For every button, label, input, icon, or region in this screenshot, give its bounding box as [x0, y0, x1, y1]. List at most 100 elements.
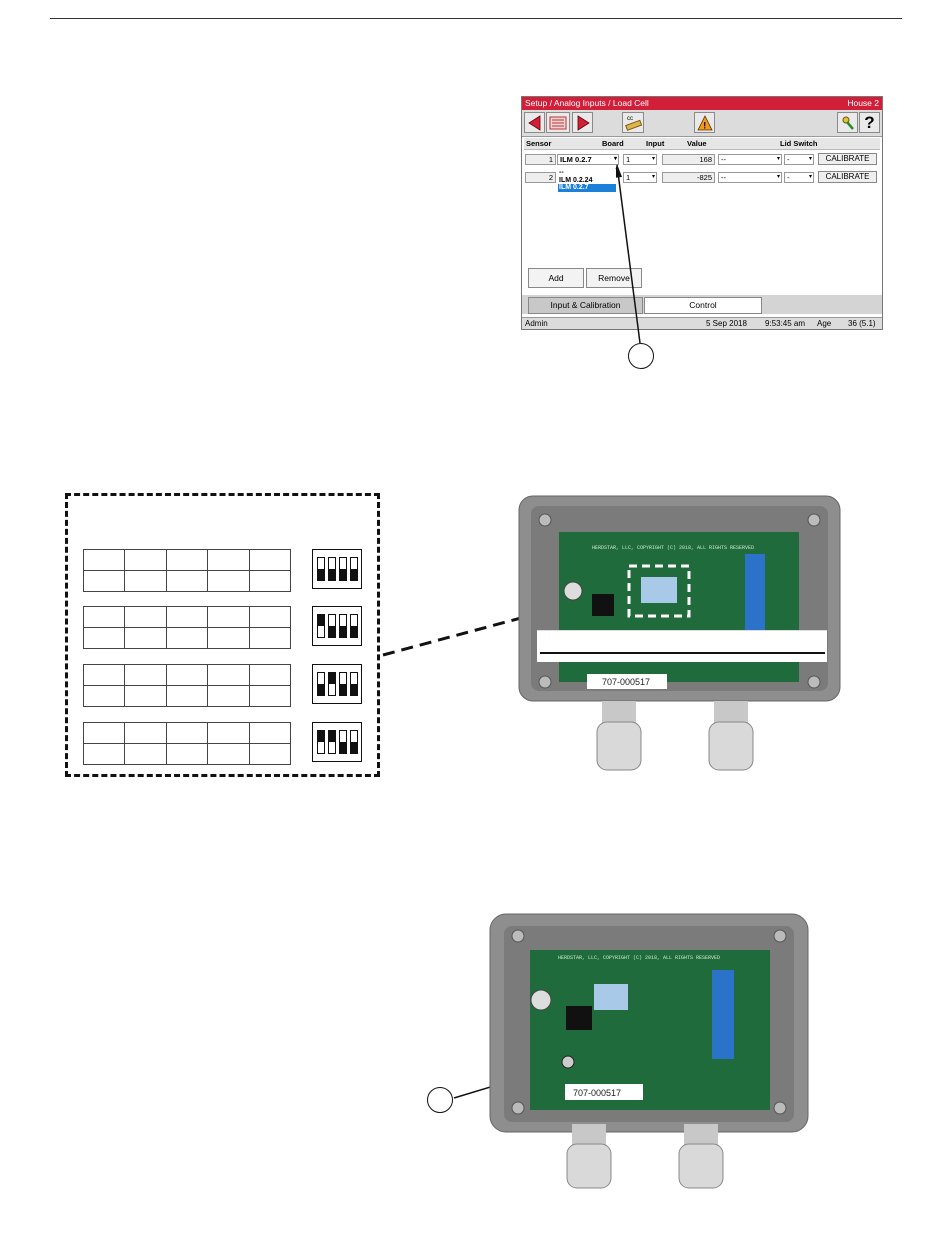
value-field: 168	[662, 154, 715, 165]
dropdown-option-selected[interactable]: ILM 0.2.7	[558, 184, 616, 192]
dip-switch-slot	[339, 672, 347, 696]
dip-switch-slot	[328, 614, 336, 638]
dip-switch-slot	[350, 730, 358, 754]
dip-switch-icon	[312, 722, 362, 762]
dip-switch-lever	[318, 684, 324, 695]
dip-setting-table	[82, 664, 292, 707]
dip-switch-slot	[339, 557, 347, 581]
test-button-icon	[561, 1055, 575, 1069]
input-select-value: 1	[626, 173, 631, 182]
svg-text:HERDSTAR, LLC, COPYRIGHT (C) 2: HERDSTAR, LLC, COPYRIGHT (C) 2018, ALL R…	[558, 955, 720, 961]
dip-switch-lever	[318, 615, 324, 626]
list-icon[interactable]	[546, 112, 570, 133]
svg-text:cc: cc	[627, 116, 633, 122]
dropdown-option[interactable]: --	[559, 169, 564, 176]
dip-switch-slot	[317, 672, 325, 696]
status-age-label: Age	[817, 319, 832, 328]
lid-switch-state-select[interactable]: -▾	[784, 154, 814, 165]
lid-switch-state-select[interactable]: -▾	[784, 172, 814, 183]
dip-switch-slot	[317, 614, 325, 638]
board-select[interactable]: ILM 0.2.7 ▾	[557, 154, 619, 165]
photo-label-strip	[537, 630, 827, 662]
dip-setting-table	[82, 549, 292, 592]
dip-switch-icon	[312, 664, 362, 704]
col-value: Value	[687, 139, 707, 148]
sensor-number: 2	[525, 172, 556, 183]
screen-title: Setup / Analog Inputs / Load Cell	[525, 98, 649, 108]
chevron-down-icon: ▾	[651, 156, 655, 162]
dip-switch-lever	[340, 626, 346, 637]
sensor-number: 1	[525, 154, 556, 165]
lid-switch-select[interactable]: --▾	[718, 154, 782, 165]
board-dropdown-list[interactable]: -- ILM 0.2.24 ILM 0.2.7	[558, 169, 616, 192]
dip-highlight-box	[627, 564, 691, 618]
page-top-rule	[50, 18, 902, 19]
add-button[interactable]: Add	[528, 268, 584, 288]
dip-switch-lever	[351, 684, 357, 695]
wrench-icon[interactable]	[837, 112, 858, 133]
help-icon[interactable]: ?	[859, 112, 880, 133]
chevron-down-icon: ▾	[651, 174, 655, 180]
calibrate-button[interactable]: CALIBRATE	[818, 153, 877, 165]
callout-circle	[427, 1087, 453, 1113]
dip-switch-icon	[312, 606, 362, 646]
load-cell-module-photo-bottom: HERDSTAR, LLC, COPYRIGHT (C) 2018, ALL R…	[489, 913, 809, 1189]
input-select[interactable]: 1▾	[623, 154, 657, 165]
dropdown-option[interactable]: ILM 0.2.24	[559, 176, 593, 184]
status-user: Admin	[525, 319, 548, 328]
dip-switch-slot	[339, 730, 347, 754]
dip-setting-table	[82, 606, 292, 649]
dip-switch-slot	[350, 557, 358, 581]
dip-switch-slot	[317, 730, 325, 754]
dip-switch-slot	[339, 614, 347, 638]
cc-key-icon[interactable]: cc	[622, 112, 644, 133]
remove-button[interactable]: Remove	[586, 268, 642, 288]
value-field: -825	[662, 172, 715, 183]
lid-switch-state-value: -	[787, 173, 790, 182]
dip-switch-lever	[351, 626, 357, 637]
col-lid-switch: Lid Switch	[780, 139, 818, 148]
dip-switch-lever	[351, 742, 357, 753]
tab-control[interactable]: Control	[644, 297, 762, 314]
strip-rule	[540, 652, 825, 654]
dip-switch-lever	[351, 569, 357, 580]
dip-switch-lever	[329, 673, 335, 684]
dip-switch-lever	[340, 569, 346, 580]
title-bar: Setup / Analog Inputs / Load Cell House …	[522, 97, 882, 110]
status-time: 9:53:45 am	[765, 319, 806, 328]
input-select[interactable]: 1▾	[623, 172, 657, 183]
next-arrow-icon[interactable]	[572, 112, 593, 133]
house-name: House 2	[847, 98, 879, 108]
dip-switch-lever	[318, 731, 324, 742]
lid-switch-state-value: -	[787, 155, 790, 164]
toolbar: cc ! ?	[522, 110, 882, 137]
callout-circle	[628, 343, 654, 369]
chevron-down-icon: ▾	[776, 174, 780, 180]
dip-switch-slot	[328, 557, 336, 581]
col-input: Input	[646, 139, 665, 148]
chevron-down-icon: ▾	[808, 156, 812, 162]
dip-switch-slot	[328, 672, 336, 696]
board-copyright-text: HERDSTAR, LLC, COPYRIGHT (C) 2018, ALL R…	[592, 545, 754, 551]
dip-switch-lever	[329, 626, 335, 637]
lid-switch-select[interactable]: --▾	[718, 172, 782, 183]
dip-switch-lever	[329, 569, 335, 580]
warning-icon[interactable]: !	[694, 112, 715, 133]
svg-text:707-000517: 707-000517	[573, 1088, 621, 1098]
status-age: 36 (5.1)	[848, 319, 876, 328]
status-date: 5 Sep 2018	[706, 319, 747, 328]
tab-input-calibration[interactable]: Input & Calibration	[528, 297, 643, 314]
chevron-down-icon: ▾	[613, 156, 617, 162]
col-board: Board	[602, 139, 624, 148]
svg-text:!: !	[703, 120, 706, 130]
dip-switch-lever	[318, 569, 324, 580]
board-select-value: ILM 0.2.7	[560, 155, 592, 164]
column-header-row: Sensor Board Input Value Lid Switch	[524, 138, 880, 150]
col-sensor: Sensor	[526, 139, 552, 148]
board-part-label: 707-000517	[602, 677, 650, 687]
prev-arrow-icon[interactable]	[524, 112, 545, 133]
load-cell-setup-screen: Setup / Analog Inputs / Load Cell House …	[521, 96, 883, 330]
calibrate-button[interactable]: CALIBRATE	[818, 171, 877, 183]
dip-switch-settings-box	[65, 493, 380, 777]
dip-switch-slot	[328, 730, 336, 754]
